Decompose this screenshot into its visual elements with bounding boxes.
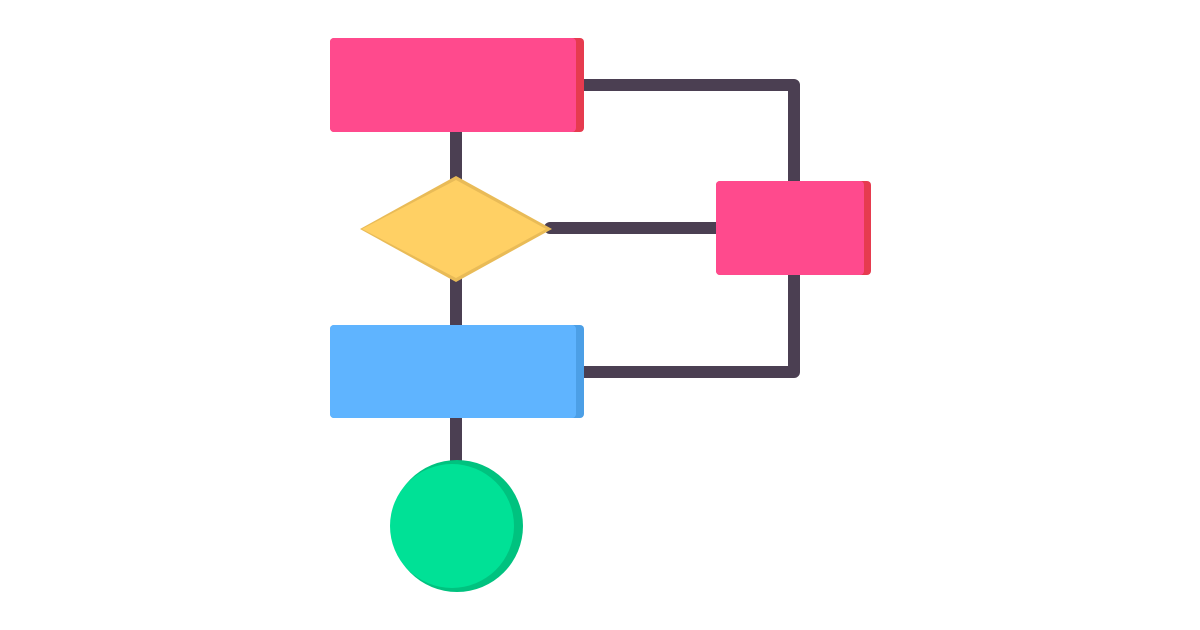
connector-top-to-side (578, 79, 800, 188)
process-top-box (330, 38, 584, 132)
terminal-circle (390, 460, 523, 592)
process-bottom-box (330, 325, 584, 418)
connectors (450, 79, 800, 468)
decision-diamond (360, 176, 552, 282)
connector-bottom-to-side (578, 268, 800, 378)
side-process-box (716, 181, 871, 275)
